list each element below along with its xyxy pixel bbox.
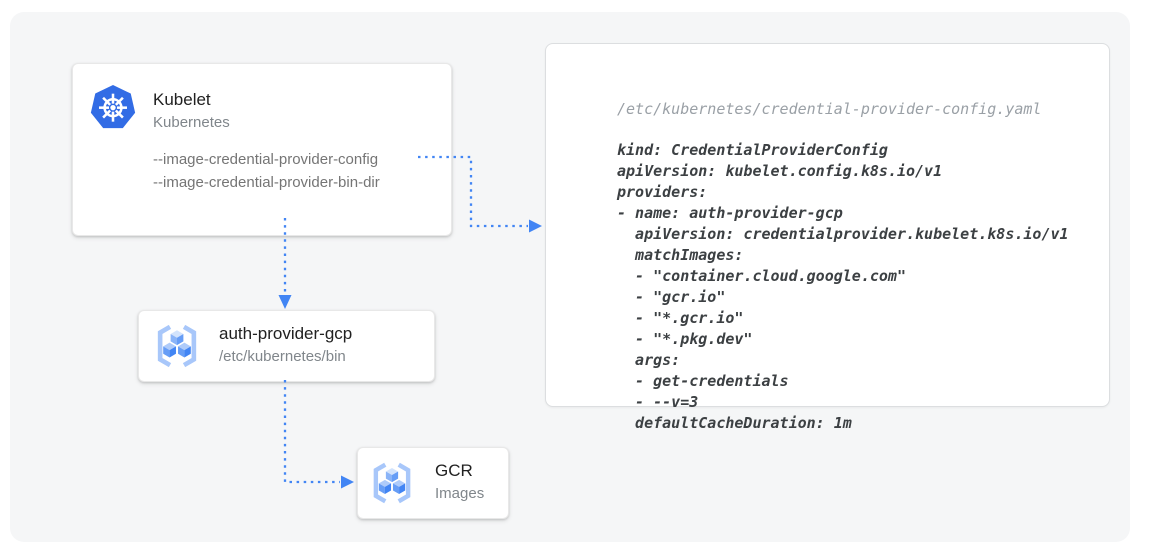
flag-image-credential-provider-config: --image-credential-provider-config [153,151,379,168]
credential-provider-config-panel: /etc/kubernetes/credential-provider-conf… [545,43,1110,432]
auth-provider-title: auth-provider-gcp [219,324,353,343]
auth-provider-subtitle: /etc/kubernetes/bin [219,348,346,365]
gcr-subtitle: Images [435,485,485,502]
kubelet-title: Kubelet [153,90,211,109]
container-registry-icon [370,461,414,505]
kubelet-subtitle: Kubernetes [153,114,230,131]
auth-provider-gcp-node: auth-provider-gcp /etc/kubernetes/bin [138,310,435,382]
config-file-path: /etc/kubernetes/credential-provider-conf… [617,100,1042,118]
flag-image-credential-provider-bin-dir: --image-credential-provider-bin-dir [153,174,380,191]
gcr-title: GCR [435,461,473,480]
container-registry-icon [154,323,200,369]
kubelet-node: Kubelet Kubernetes --image-credential-pr… [72,63,452,236]
config-yaml-code: kind: CredentialProviderConfig apiVersio… [617,141,1069,432]
kubernetes-icon [89,83,137,131]
gcr-node: GCR Images [357,447,509,519]
